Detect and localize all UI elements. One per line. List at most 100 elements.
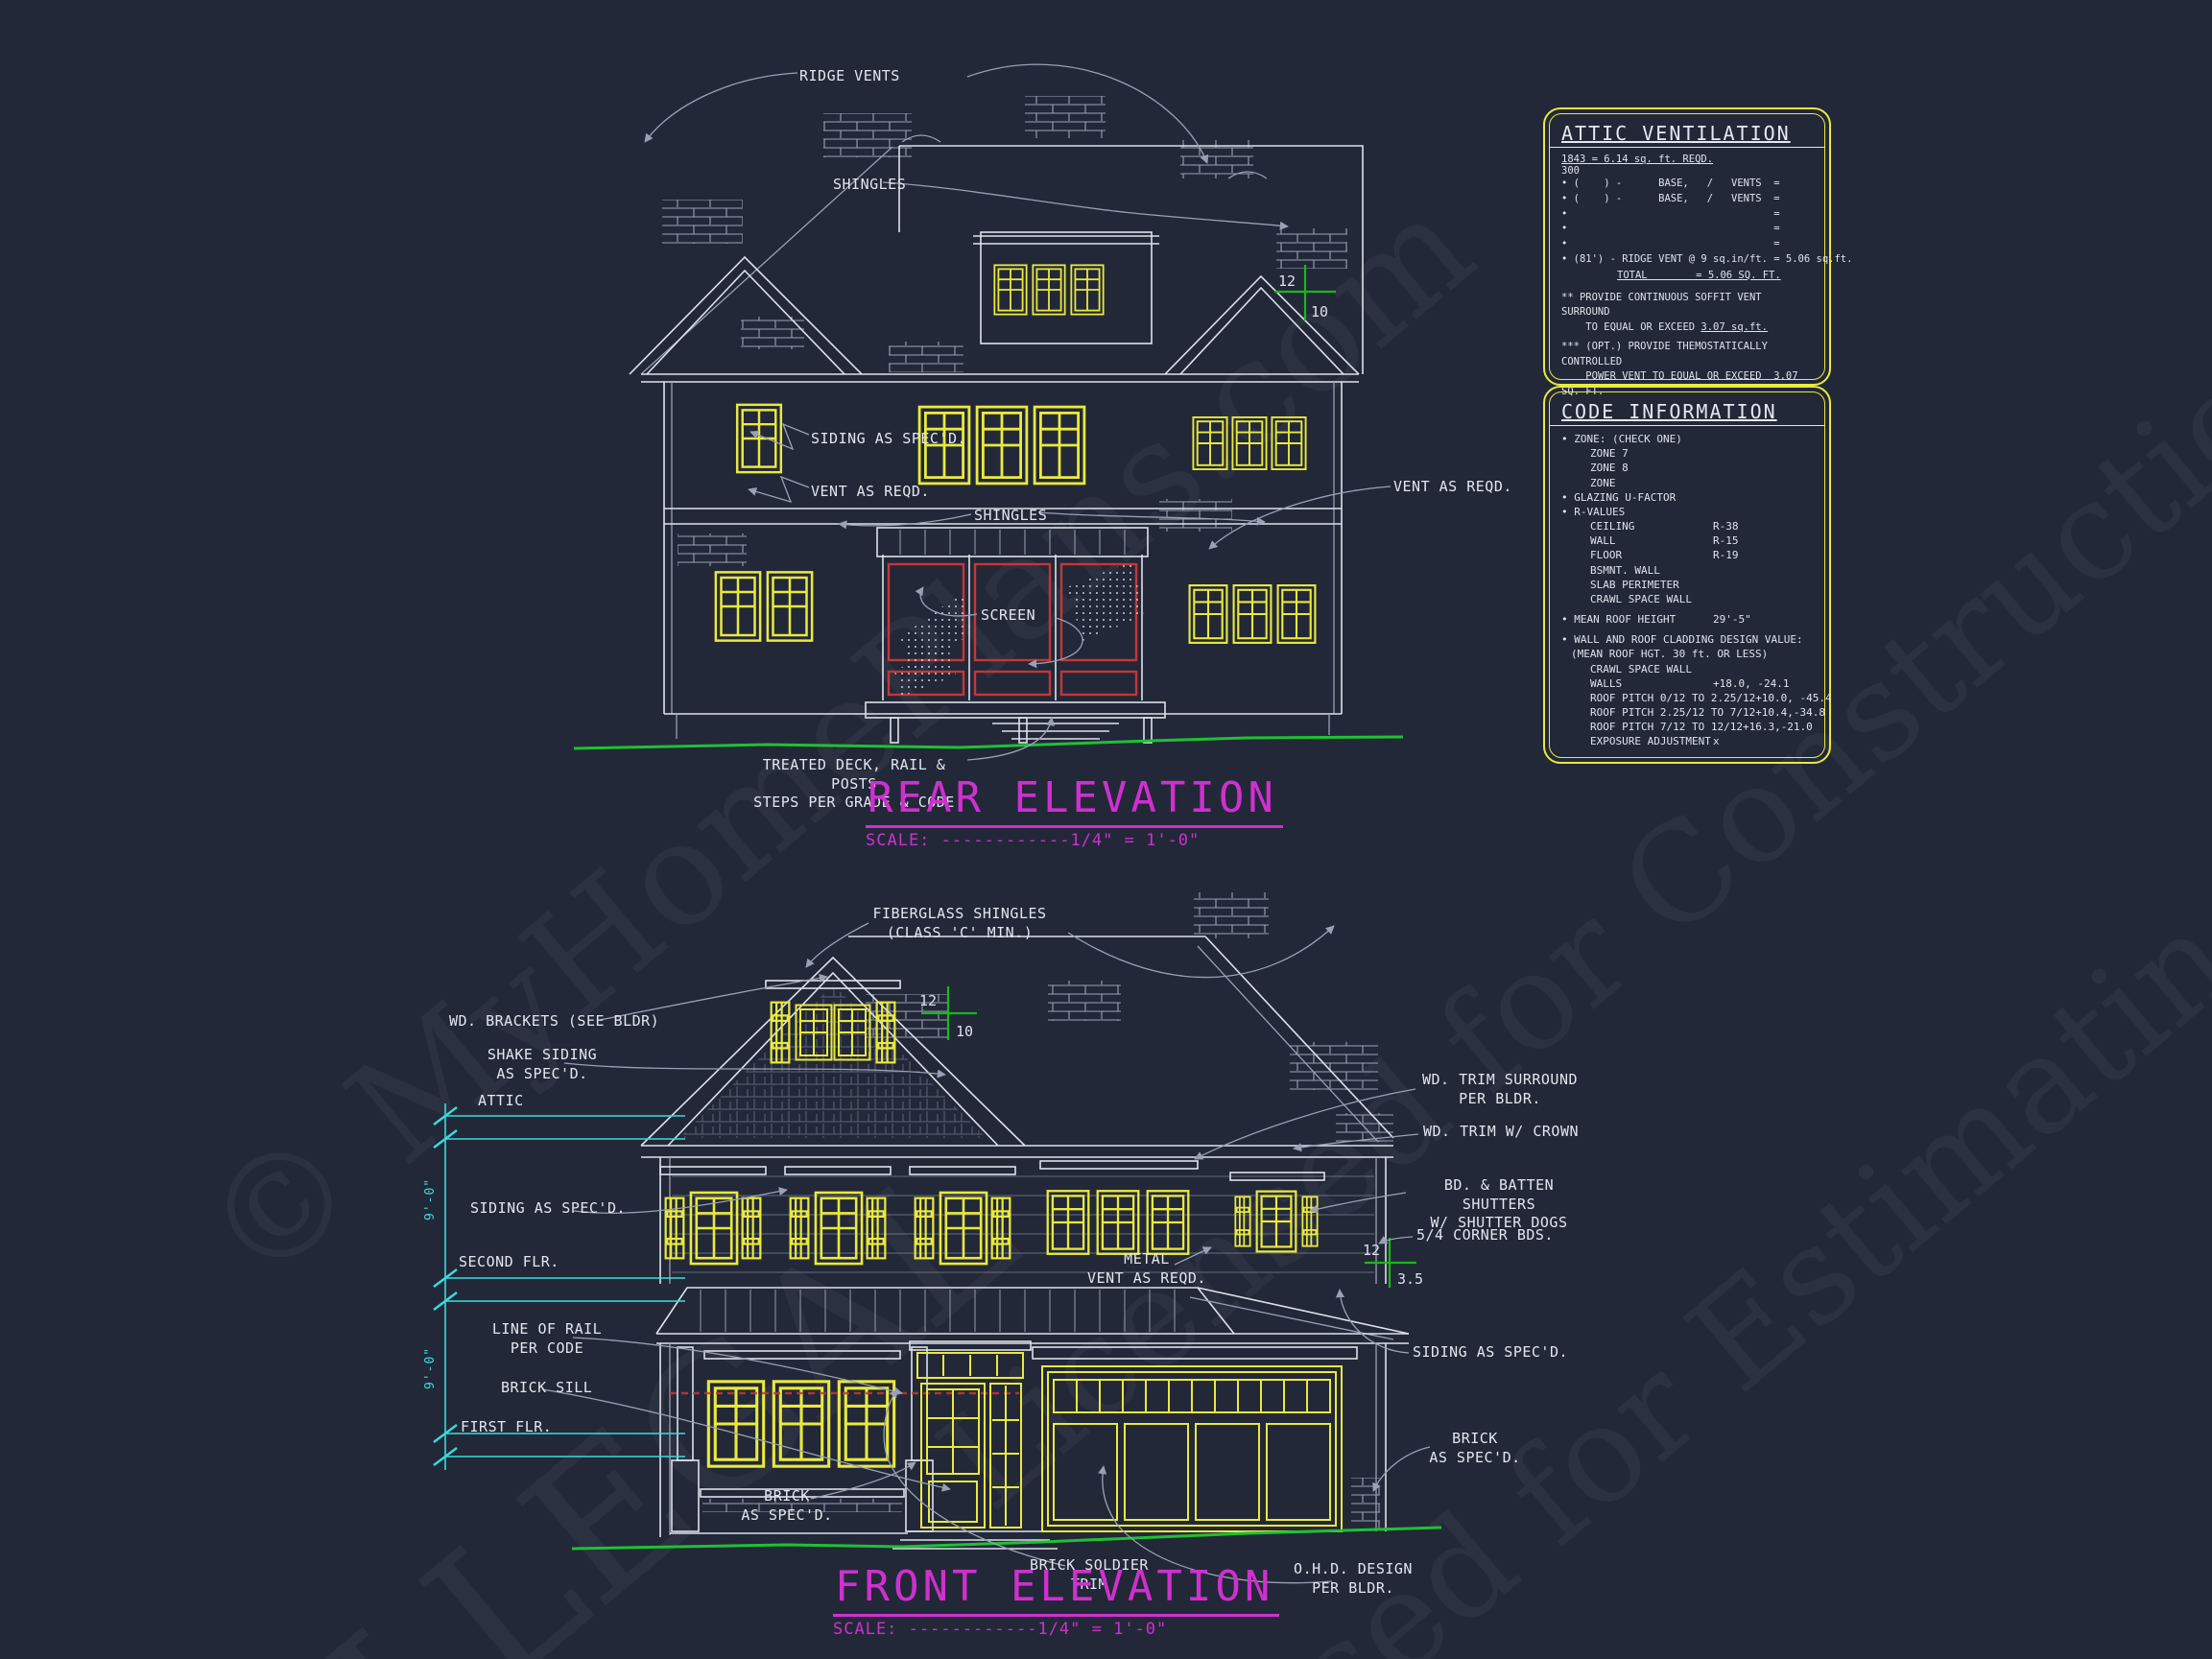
code-line: • MEAN ROOF HEIGHT 29'-5": [1561, 612, 1813, 627]
front-door: [892, 1340, 1058, 1550]
soffit-vent-note: ** PROVIDE CONTINUOUS SOFFIT VENT SURROU…: [1561, 291, 1813, 336]
code-line: ROOF PITCH 2.25/12 TO 7/12+10.4,-34.8: [1561, 705, 1825, 720]
rear-pitch-marker: 12 10: [1274, 265, 1336, 320]
label-ohd-design: O.H.D. DESIGN PER BLDR.: [1294, 1560, 1413, 1597]
code-line: ZONE 7: [1561, 446, 1813, 461]
label-second-flr: SECOND FLR.: [459, 1253, 559, 1270]
label-front-siding-left: SIDING AS SPEC'D.: [470, 1199, 627, 1217]
code-line-text: • MEAN ROOF HEIGHT: [1561, 613, 1677, 627]
label-rear-vent-right: VENT AS REQD.: [1393, 478, 1512, 495]
vent-row-ridge: • (81') - RIDGE VENT @ 9 sq.in/ft. = 5.0…: [1561, 252, 1853, 265]
front-title-text: FRONT ELEVATION: [833, 1562, 1280, 1617]
code-line-text: BSMNT. WALL: [1590, 563, 1660, 577]
code-line-text: WALL: [1590, 534, 1616, 548]
code-line-text: SLAB PERIMETER: [1590, 578, 1679, 591]
front-elevation-title: FRONT ELEVATION SCALE: ------------1/4" …: [833, 1562, 1280, 1639]
code-line-text: ZONE 7: [1590, 447, 1629, 461]
label-bd-batten-shutters: BD. & BATTEN SHUTTERS W/ SHUTTER DOGS: [1430, 1176, 1568, 1231]
code-line-value: +10.0, -45.4: [1755, 691, 1832, 704]
vent-required-fraction-bottom: 300: [1561, 165, 1580, 177]
label-line-of-rail: LINE OF RAIL PER CODE: [491, 1320, 603, 1357]
code-line: BSMNT. WALL: [1561, 563, 1813, 578]
vent-row: • =: [1561, 238, 1780, 249]
label-brick-left: BRICK AS SPEC'D.: [741, 1487, 833, 1524]
front-leader-lines: [541, 922, 1431, 1584]
code-line-text: CRAWL SPACE WALL: [1590, 662, 1692, 675]
front-pitch-markers: 12 10 12 3.5: [919, 986, 1423, 1288]
soffit-note-value: 3.07 sq.ft.: [1701, 321, 1768, 333]
code-line-text: ZONE: [1590, 476, 1616, 489]
code-line: (MEAN ROOF HGT. 30 ft. OR LESS): [1561, 647, 1813, 661]
rear-title-text: REAR ELEVATION: [866, 773, 1283, 828]
code-line-text: • GLAZING U-FACTOR: [1561, 490, 1677, 504]
code-line-text: CRAWL SPACE WALL: [1590, 592, 1692, 605]
code-line: ROOF PITCH 7/12 TO 12/12+16.3,-21.0: [1561, 720, 1813, 734]
rear-elevation-drawing: 12 10: [573, 63, 1404, 761]
code-line-value: R-19: [1713, 549, 1739, 562]
power-vent-note: *** (OPT.) PROVIDE THEMOSTATICALLY CONTR…: [1561, 340, 1798, 397]
code-line-value: +10.4,-34.8: [1755, 706, 1826, 720]
code-line-text: EXPOSURE ADJUSTMENT: [1590, 735, 1711, 748]
code-line-text: • ZONE: (CHECK ONE): [1561, 433, 1682, 445]
code-line: FLOOR R-19: [1561, 548, 1813, 562]
label-screen: SCREEN: [981, 606, 1036, 624]
code-line: WALL R-15: [1561, 533, 1813, 548]
code-line: ZONE: [1561, 476, 1813, 490]
label-metal-vent: METAL VENT AS REQD.: [1087, 1250, 1206, 1287]
soffit-note-text: ** PROVIDE CONTINUOUS SOFFIT VENT SURROU…: [1561, 291, 1762, 334]
code-line: CRAWL SPACE WALL: [1561, 662, 1813, 676]
rear-leader-lines: [644, 63, 1391, 761]
front-pitch-right-run: 3.5: [1397, 1270, 1423, 1288]
label-brick-sill: BRICK SILL: [501, 1379, 593, 1396]
rear-elevation-title: REAR ELEVATION SCALE: ------------1/4" =…: [866, 773, 1283, 850]
code-line: CEILING R-38: [1561, 519, 1813, 533]
rear-pitch-rise: 12: [1278, 273, 1296, 290]
attic-ventilation-title: ATTIC VENTILATION: [1561, 122, 1791, 145]
code-line: • WALL AND ROOF CLADDING DESIGN VALUE:: [1561, 632, 1813, 647]
label-corner-bds: 5/4 CORNER BDS.: [1416, 1226, 1554, 1244]
code-line-text: ROOF PITCH 7/12 TO 12/12: [1590, 721, 1743, 734]
attic-ventilation-content: ATTIC VENTILATION 1843 = 6.14 sq. ft. RE…: [1549, 113, 1853, 397]
code-line-text: ROOF PITCH 0/12 TO 2.25/12: [1590, 691, 1756, 704]
code-line-value: R-38: [1713, 520, 1739, 533]
vent-required-fraction-top: 1843 = 6.14 sq. ft. REQD.: [1561, 154, 1714, 165]
code-line: ROOF PITCH 0/12 TO 2.25/12+10.0, -45.4: [1561, 691, 1832, 705]
code-line: WALLS+18.0, -24.1: [1561, 676, 1813, 691]
title-divider: [1550, 147, 1824, 148]
code-line-value: 29'-5": [1713, 613, 1751, 627]
code-line-text: CEILING: [1590, 520, 1635, 533]
label-wd-trim-crown: WD. TRIM W/ CROWN: [1423, 1123, 1580, 1140]
label-brick-soldier: BRICK SOLDIER TRIM: [1030, 1556, 1149, 1593]
label-shingles-upper: SHINGLES: [833, 176, 907, 193]
label-wd-brackets: WD. BRACKETS (SEE BLDR): [449, 1012, 660, 1030]
label-brick-right: BRICK AS SPEC'D.: [1429, 1430, 1521, 1466]
code-information-title: CODE INFORMATION: [1561, 400, 1777, 423]
rear-windows: [714, 263, 1317, 645]
attic-ventilation-box: ATTIC VENTILATION 1843 = 6.14 sq. ft. RE…: [1543, 107, 1853, 397]
code-line: CRAWL SPACE WALL: [1561, 592, 1813, 606]
label-wd-trim-surround: WD. TRIM SURROUND PER BLDR.: [1421, 1071, 1579, 1107]
code-line-value: R-15: [1713, 534, 1739, 548]
label-deck-note: TREATED DECK, RAIL & POSTS STEPS PER GRA…: [753, 756, 955, 811]
code-line: ZONE 8: [1561, 461, 1813, 475]
vent-row: • ( ) - BASE, / VENTS =: [1561, 192, 1780, 204]
label-front-siding-right: SIDING AS SPEC'D.: [1413, 1343, 1569, 1361]
code-line-text: • R-VALUES: [1561, 505, 1626, 518]
vent-row: • =: [1561, 223, 1780, 235]
code-line-text: • WALL AND ROOF CLADDING DESIGN VALUE:: [1561, 633, 1803, 647]
rear-scale-text: SCALE: ------------1/4" = 1'-0": [866, 831, 1201, 850]
front-pitch-right-rise: 12: [1363, 1242, 1380, 1259]
label-attic: ATTIC: [478, 1092, 524, 1109]
front-pitch-main-run: 10: [956, 1023, 973, 1040]
code-line-text: FLOOR: [1590, 549, 1623, 562]
label-first-flr: FIRST FLR.: [461, 1418, 553, 1435]
code-information-box: CODE INFORMATION • ZONE: (CHECK ONE) ZON…: [1543, 386, 1832, 764]
garage: [1032, 1346, 1358, 1532]
vent-row: • =: [1561, 207, 1780, 220]
vent-total: TOTAL = 5.06 SQ. FT.: [1617, 269, 1781, 281]
label-rear-siding: SIDING AS SPEC'D.: [811, 430, 967, 447]
code-line-text: ZONE 8: [1590, 462, 1629, 475]
